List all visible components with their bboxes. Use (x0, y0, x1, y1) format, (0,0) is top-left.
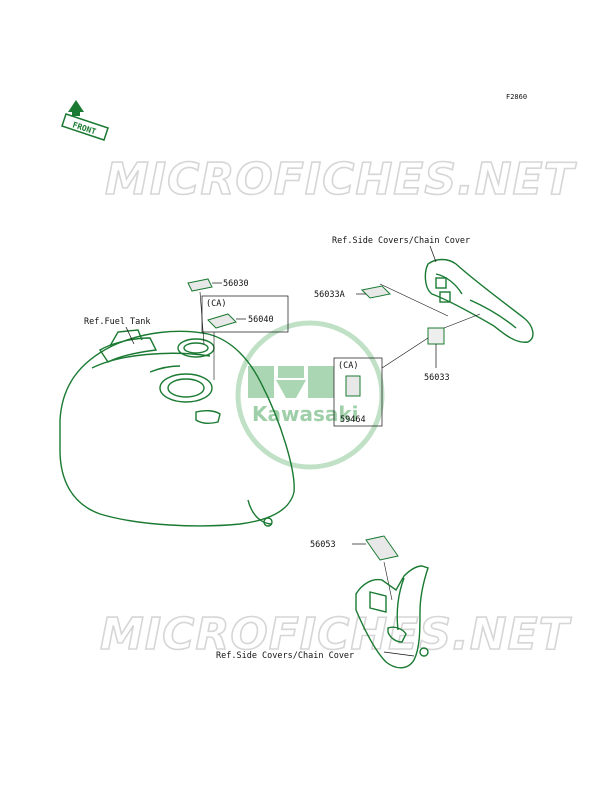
ca-label-2: (CA) (338, 361, 358, 371)
kawasaki-logo: Kawasaki (235, 320, 385, 470)
ca-label-1: (CA) (206, 299, 226, 309)
part-number-56053: 56053 (310, 540, 336, 550)
sticker-56033A (356, 283, 449, 317)
front-arrow-icon: FRONT (61, 100, 109, 141)
part-number-56033: 56033 (424, 373, 450, 383)
side-cover-bottom (355, 565, 429, 669)
part-number-59464: 59464 (340, 415, 366, 425)
ref-fuel-tank-label: Ref.Fuel Tank (84, 317, 151, 327)
ref-side-covers-top-label: Ref.Side Covers/Chain Cover (332, 236, 470, 246)
part-number-56033A: 56033A (314, 290, 345, 300)
part-number-56040: 56040 (248, 315, 274, 325)
ca-box-56040 (201, 295, 289, 380)
watermark-bottom: MICROFICHES.NET (100, 609, 572, 660)
fuel-tank (59, 329, 295, 527)
kawasaki-logo-text: Kawasaki (252, 402, 359, 426)
sticker-56053 (352, 535, 399, 601)
sticker-56033 (427, 313, 481, 368)
diagram-code: F2860 (506, 93, 527, 101)
part-number-56030: 56030 (223, 279, 249, 289)
leader-fuel-tank (125, 326, 135, 345)
leader-side-cover-bottom (383, 651, 415, 657)
leader-side-cover-top (429, 245, 437, 263)
ca-box-59464 (333, 337, 429, 427)
sticker-56030 (187, 278, 222, 345)
ref-side-covers-bottom-label: Ref.Side Covers/Chain Cover (216, 651, 354, 661)
watermark-top: MICROFICHES.NET (105, 154, 577, 205)
side-cover-top (424, 258, 534, 343)
